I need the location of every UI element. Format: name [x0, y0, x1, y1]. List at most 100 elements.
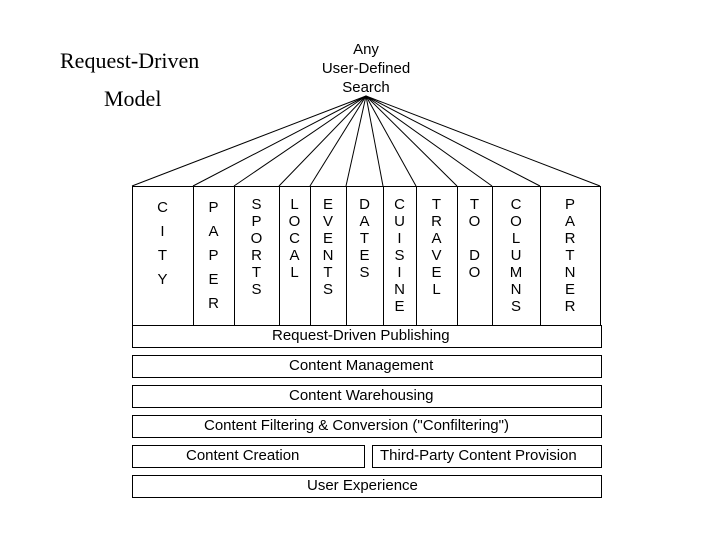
column-letter: D	[359, 196, 370, 213]
column-letter: E	[431, 264, 442, 281]
column-letter: T	[157, 247, 168, 264]
fan-line	[233, 95, 367, 187]
fan-line	[365, 95, 384, 187]
layer-label: Content Filtering & Conversion ("Confilt…	[204, 417, 509, 434]
column-letter: U	[394, 213, 405, 230]
column-letter: S	[510, 298, 521, 315]
column-letter: A	[431, 230, 442, 247]
column-letter: L	[290, 264, 299, 281]
column-letter: S	[322, 281, 333, 298]
column-letter: A	[289, 247, 300, 264]
column-letter: S	[359, 264, 370, 281]
layer-label: Content Creation	[186, 447, 300, 464]
column-letter: O	[250, 230, 263, 247]
column-letter: T	[359, 230, 370, 247]
diagram-title-line-2: Model	[104, 86, 162, 111]
fan-line	[365, 95, 493, 187]
column-letter: C	[394, 196, 405, 213]
layer-label: Request-Driven Publishing	[272, 327, 450, 344]
fan-line	[345, 95, 367, 187]
column-letter: E	[359, 247, 370, 264]
fan-line	[309, 95, 367, 187]
layer-content-management: Content Management	[132, 355, 602, 378]
column-letter: N	[510, 281, 522, 298]
column-letter: E	[394, 298, 405, 315]
column-letter: E	[564, 281, 575, 298]
column-letter: A	[359, 213, 370, 230]
layer-content-creation: Content Creation	[132, 445, 365, 468]
column-letter: P	[251, 213, 262, 230]
column-letter: T	[469, 196, 480, 213]
column-letter: U	[510, 247, 522, 264]
column-letter: S	[251, 196, 262, 213]
column-letter: D	[469, 247, 480, 264]
column-letter: E	[322, 230, 333, 247]
column-letter: L	[432, 281, 441, 298]
column-letter: L	[511, 230, 521, 247]
column-letter: P	[208, 199, 219, 216]
column-letter: A	[208, 223, 219, 240]
layer-user-experience: User Experience	[132, 475, 602, 498]
fan-line	[365, 95, 541, 187]
column-letter: C	[289, 230, 300, 247]
column-letter: Y	[157, 271, 168, 288]
column-letter: R	[251, 247, 262, 264]
column-letter: R	[564, 298, 576, 315]
search-label-line-1: Any	[353, 41, 379, 58]
search-label: Any User-Defined Search	[300, 40, 432, 97]
column-letter: R	[564, 230, 576, 247]
column-letter: C	[510, 196, 522, 213]
column-letter: N	[394, 281, 405, 298]
layer-content-warehousing: Content Warehousing	[132, 385, 602, 408]
column-letter: S	[251, 281, 262, 298]
fan-line	[365, 95, 417, 187]
column-letter: L	[290, 196, 299, 213]
column-letter	[457, 230, 492, 247]
column-letter: T	[323, 264, 333, 281]
column-letter: E	[208, 271, 219, 288]
column-letter: P	[564, 196, 575, 213]
column-letter: A	[564, 213, 575, 230]
column-letter: V	[431, 247, 442, 264]
column-letter: E	[322, 196, 333, 213]
fan-line	[278, 95, 367, 187]
column-letter: I	[160, 223, 165, 240]
column-letter: T	[431, 196, 442, 213]
column-letter: I	[397, 264, 402, 281]
search-label-line-3: Search	[342, 79, 390, 96]
column-letter: M	[509, 264, 523, 281]
column-letter: T	[251, 264, 262, 281]
layer-content-filtering: Content Filtering & Conversion ("Confilt…	[132, 415, 602, 438]
column-letter: R	[431, 213, 442, 230]
layer-label: Content Warehousing	[289, 387, 434, 404]
layer-label: Content Management	[289, 357, 434, 374]
column-letter: I	[397, 230, 402, 247]
column-letter: O	[468, 264, 481, 281]
layer-label: User Experience	[307, 477, 418, 494]
fan-line	[365, 95, 601, 187]
column-letter: C	[157, 199, 168, 216]
column-letter: O	[288, 213, 301, 230]
column-letter: R	[208, 295, 219, 312]
column-letter: O	[468, 213, 481, 230]
diagram-title-line-1: Request-Driven	[60, 48, 200, 73]
search-label-line-2: User-Defined	[321, 60, 411, 77]
layer-third-party-content: Third-Party Content Provision	[372, 445, 602, 468]
layer-request-driven-publishing: Request-Driven Publishing	[132, 325, 602, 348]
column-letter: S	[394, 247, 405, 264]
column-letter: N	[564, 264, 576, 281]
column-letter: P	[208, 247, 219, 264]
column-letter: T	[565, 247, 575, 264]
layer-label: Third-Party Content Provision	[380, 447, 577, 464]
fan-line	[131, 95, 367, 187]
